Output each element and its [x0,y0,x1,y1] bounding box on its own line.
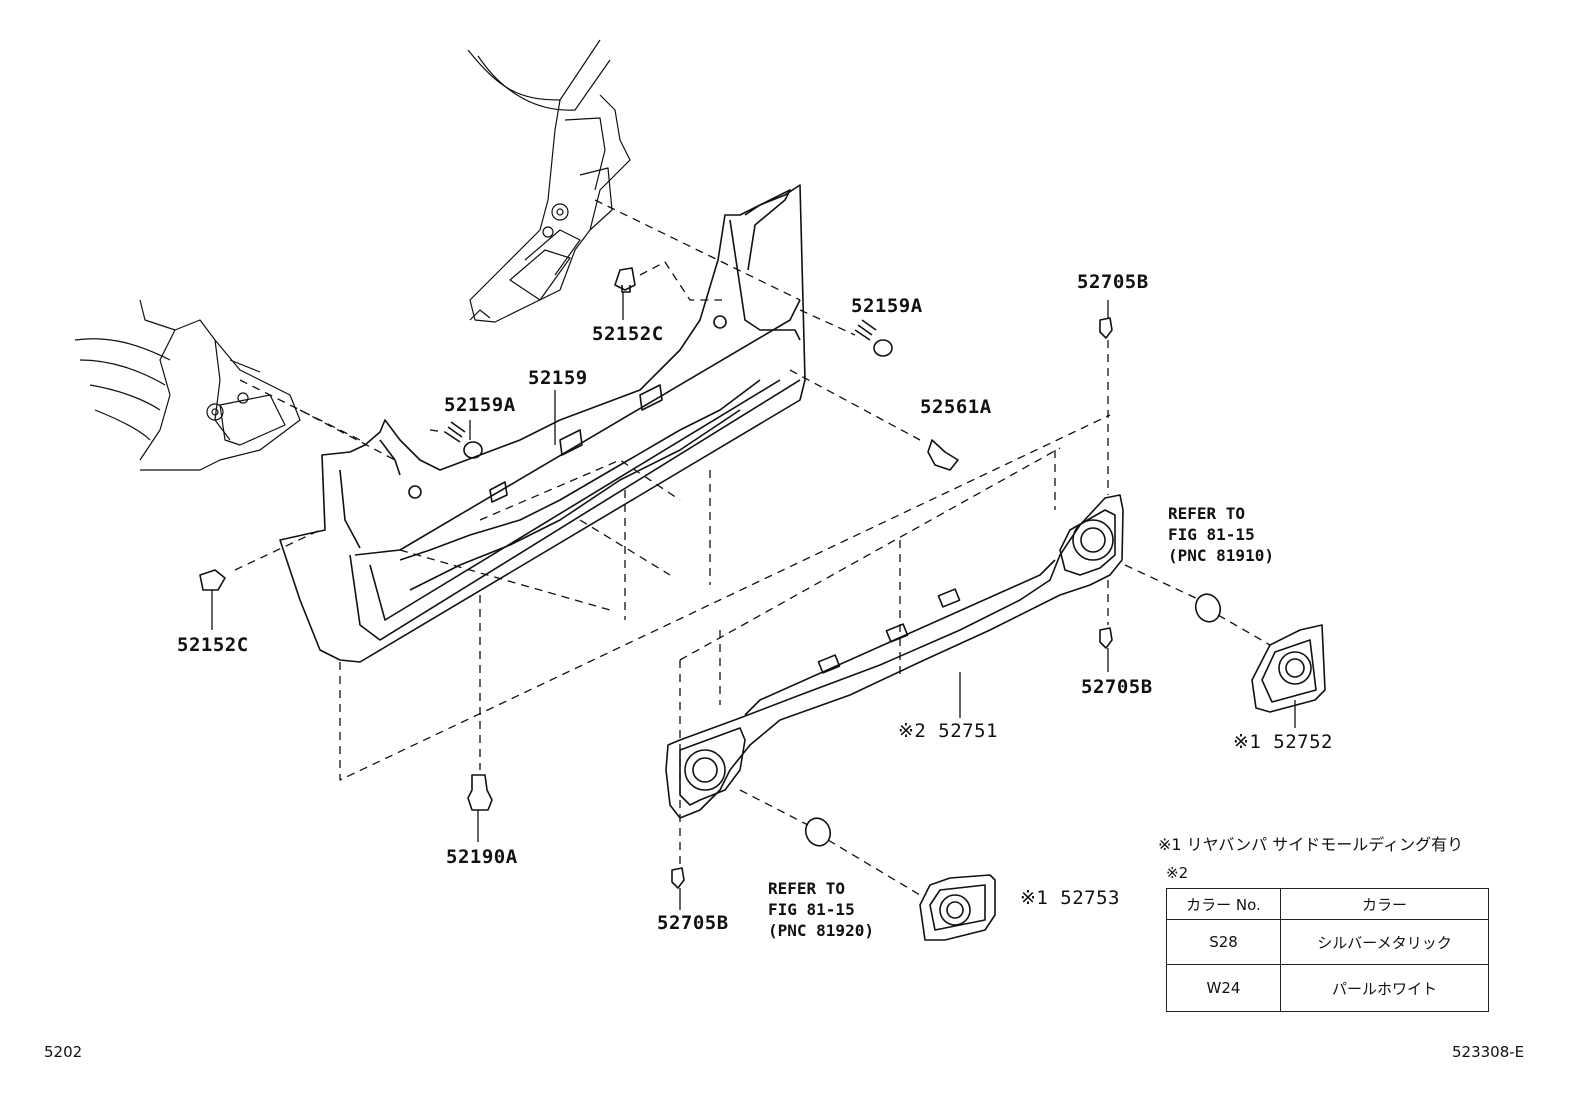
callout-52561a: 52561A [920,396,992,418]
callout-52705b-top: 52705B [1077,271,1149,293]
callout-52159a-top: 52159A [851,295,923,317]
page-code: 5202 [44,1043,83,1061]
table-cell: パールホワイト [1280,964,1489,1012]
rear-lower-panel-52159 [279,184,806,663]
color-table: カラー No. カラー S28 シルバーメタリック W24 パールホワイト [1166,888,1489,1012]
corner-cover-52752 [1251,624,1326,713]
callout-52190a: 52190A [446,846,518,868]
callout-52159a-left: 52159A [444,394,516,416]
table-header-cell: カラー [1280,888,1489,920]
table-row: W24 パールホワイト [1166,964,1489,1012]
note-1: ※1 リヤバンパ サイドモールディング有り [1158,835,1464,854]
callout-52751: ※2 52751 [898,720,998,742]
callout-52753: ※1 52753 [1020,887,1120,909]
body-upper-structure [467,39,631,323]
table-header-cell: カラー No. [1166,888,1281,920]
callout-52152c-top: 52152C [592,323,664,345]
corner-cover-52753 [919,874,996,941]
assembly-leader-lines [234,199,1271,896]
callout-52152c-left: 52152C [177,634,249,656]
callout-52705b-mid: 52705B [1081,676,1153,698]
refer-to-fig-upper: REFER TO FIG 81-15 (PNC 81910) [1168,504,1274,565]
table-cell: S28 [1166,919,1281,965]
callout-52752: ※1 52752 [1233,731,1333,753]
callout-leaders [211,292,1296,910]
table-row: S28 シルバーメタリック [1166,919,1489,965]
refer-to-fig-lower: REFER TO FIG 81-15 (PNC 81920) [768,879,874,940]
fasteners [199,267,1113,889]
figure-code: 523308-E [1452,1043,1525,1061]
table-header-row: カラー No. カラー [1166,888,1489,920]
callout-52705b-bottom: 52705B [657,912,729,934]
reflector-caps [804,593,1222,847]
garnish-52751 [665,494,1124,819]
body-lower-structure [74,299,301,471]
note-2: ※2 [1166,864,1189,882]
table-cell: W24 [1166,964,1281,1012]
callout-52159: 52159 [528,367,588,389]
table-cell: シルバーメタリック [1280,919,1489,965]
